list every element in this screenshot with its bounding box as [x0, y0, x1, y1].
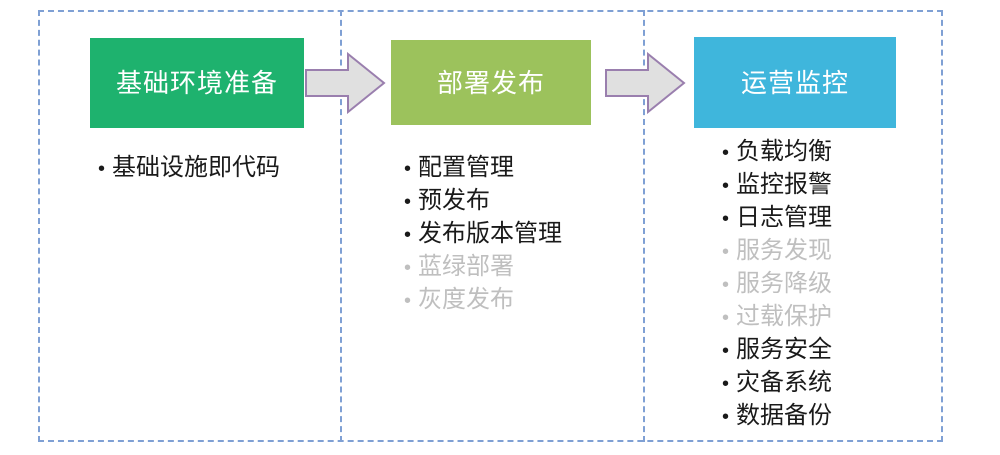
list-item: • 日志管理: [722, 202, 832, 235]
bullet-dot-icon: •: [722, 241, 730, 263]
bullet-dot-icon: •: [722, 208, 730, 230]
list-item: • 过载保护: [722, 301, 832, 334]
list-item: • 配置管理: [404, 152, 562, 185]
list-item-label: 日志管理: [736, 204, 832, 231]
list-item-label: 基础设施即代码: [112, 154, 280, 181]
bullet-dot-icon: •: [722, 307, 730, 329]
bullet-dot-icon: •: [404, 158, 412, 180]
stage-2-bullet-list: • 配置管理 • 预发布 • 发布版本管理 • 蓝绿部署 • 灰度发布: [404, 152, 562, 317]
stage-header-deployment: 部署发布: [391, 40, 591, 125]
list-item: • 数据备份: [722, 400, 832, 433]
list-item: • 发布版本管理: [404, 218, 562, 251]
list-item-label: 蓝绿部署: [418, 253, 514, 280]
list-item: • 灰度发布: [404, 284, 562, 317]
stage-header-operations-monitoring: 运营监控: [694, 37, 896, 128]
list-item: • 基础设施即代码: [98, 152, 280, 185]
bullet-dot-icon: •: [404, 290, 412, 312]
list-item-label: 监控报警: [736, 171, 832, 198]
bullet-dot-icon: •: [722, 373, 730, 395]
column-divider-1: [340, 10, 342, 442]
list-item-label: 服务发现: [736, 237, 832, 264]
bullet-dot-icon: •: [722, 340, 730, 362]
bullet-dot-icon: •: [404, 257, 412, 279]
stage-header-basic-environment: 基础环境准备: [90, 38, 304, 128]
stage-title-text: 部署发布: [436, 67, 545, 98]
bullet-dot-icon: •: [722, 274, 730, 296]
list-item-label: 数据备份: [736, 402, 832, 429]
list-item: • 灾备系统: [722, 367, 832, 400]
list-item-label: 灾备系统: [736, 369, 832, 396]
list-item: • 服务发现: [722, 235, 832, 268]
bullet-dot-icon: •: [404, 224, 412, 246]
list-item-label: 负载均衡: [736, 138, 832, 165]
list-item-label: 配置管理: [418, 154, 514, 181]
stage-title-text: 基础环境准备: [115, 68, 278, 98]
outer-dashed-frame: [38, 10, 943, 442]
arrow-right-shape: [605, 52, 686, 114]
stage-1-bullet-list: • 基础设施即代码: [98, 152, 280, 185]
arrow-right-icon: [604, 52, 686, 114]
bullet-dot-icon: •: [722, 142, 730, 164]
arrow-right-icon: [304, 52, 386, 114]
list-item: • 预发布: [404, 185, 562, 218]
list-item-label: 服务安全: [736, 336, 832, 363]
list-item: • 服务降级: [722, 268, 832, 301]
list-item: • 监控报警: [722, 169, 832, 202]
list-item-label: 过载保护: [736, 303, 832, 330]
bullet-dot-icon: •: [722, 406, 730, 428]
list-item-label: 预发布: [418, 187, 490, 214]
bullet-dot-icon: •: [404, 191, 412, 213]
bullet-dot-icon: •: [722, 175, 730, 197]
list-item: • 蓝绿部署: [404, 251, 562, 284]
bullet-dot-icon: •: [98, 158, 106, 180]
stage-3-bullet-list: • 负载均衡 • 监控报警 • 日志管理 • 服务发现 • 服务降级 • 过载保…: [722, 136, 832, 433]
list-item-label: 发布版本管理: [418, 220, 562, 247]
list-item-label: 灰度发布: [418, 286, 514, 313]
list-item: • 服务安全: [722, 334, 832, 367]
column-divider-2: [643, 10, 645, 442]
list-item: • 负载均衡: [722, 136, 832, 169]
list-item-label: 服务降级: [736, 270, 832, 297]
arrow-right-shape: [305, 52, 386, 114]
stage-title-text: 运营监控: [740, 67, 849, 98]
